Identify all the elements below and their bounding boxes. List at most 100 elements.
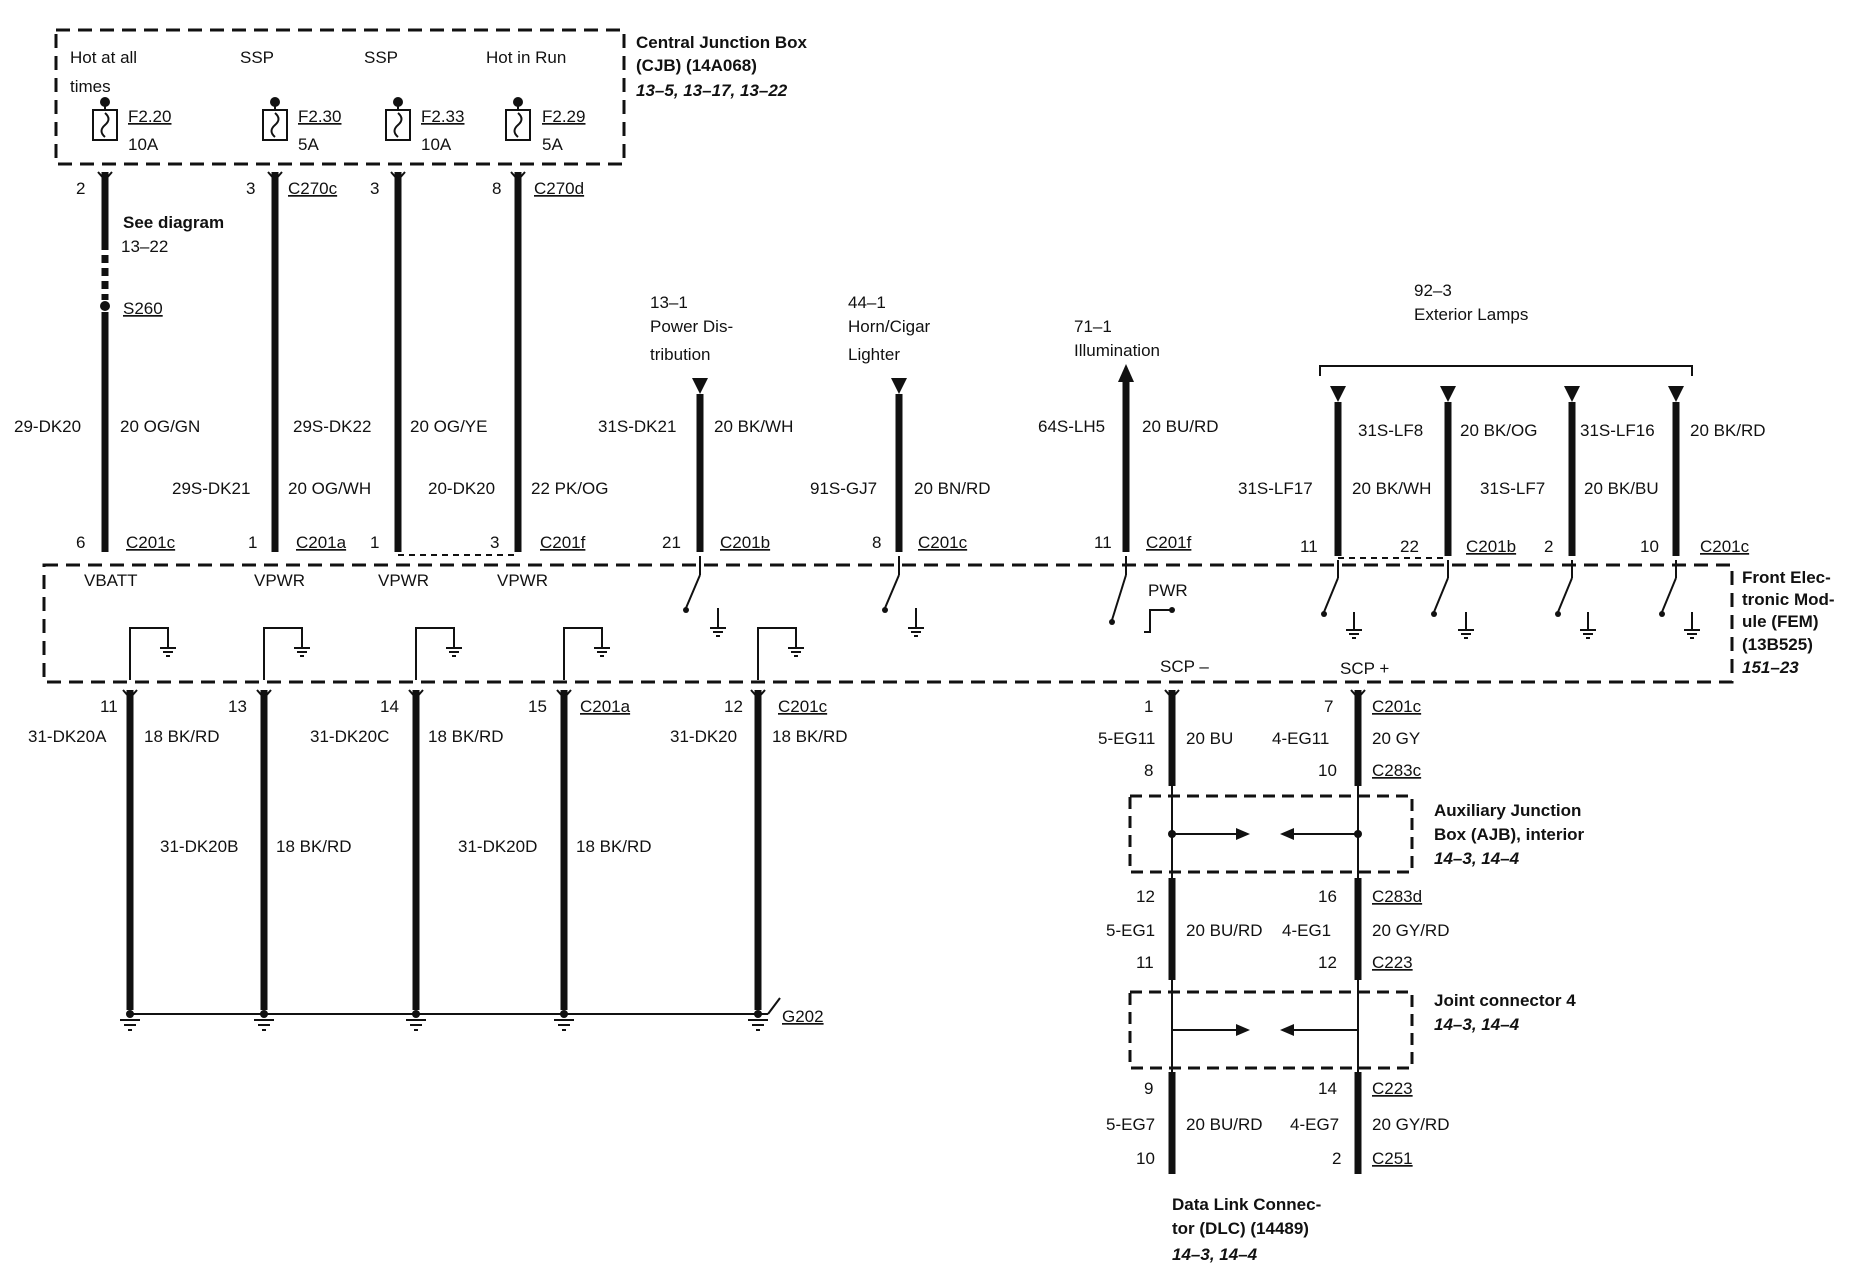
fem-conn-c201f-1: C201f [540,533,586,552]
gnd-conn-c201c: C201c [778,697,828,716]
wire-31s-lf8-color: 20 BK/OG [1460,421,1537,440]
dlc-title-line2: tor (DLC) (14489) [1172,1219,1309,1238]
gnd-31-dk20a-color: 18 BK/RD [144,727,220,746]
fuse-f2-33-amp: 10A [421,135,452,154]
ext-pin-11: 11 [1300,537,1318,556]
wire-arrow [750,689,766,700]
gnd-pin-11: 11 [100,697,118,716]
fem-switch-ext-4 [1659,560,1700,639]
scp1-col-r: 20 GY [1372,729,1420,748]
scp1-circ-r: 4-EG11 [1272,729,1329,748]
gnd-31-dk20-color: 18 BK/RD [772,727,848,746]
fem-pin-1b: 1 [370,533,379,552]
gnd-31-dk20b-circuit: 31-DK20B [160,837,238,856]
fem-ref: 151–23 [1742,658,1799,677]
wire-arrow [256,689,272,700]
ground-symbol [120,1010,140,1031]
wire-31s-lf17-circuit: 31S-LF17 [1238,479,1313,498]
ajb-arrow-left [1280,828,1294,840]
scp1-pin-r2: 10 [1318,761,1337,780]
out-illum-conn: C201f [1146,533,1192,552]
gnd-pin-13: 13 [228,697,247,716]
feed-hot-in-run: Hot in Run [486,48,566,67]
feed-ssp-2: SSP [364,48,398,67]
ajb-title-line1: Auxiliary Junction [1434,801,1581,820]
cjb-pin-3a: 3 [246,179,255,198]
fem-ground-loop [129,627,176,680]
wire-22-pk-og-color: 22 PK/OG [531,479,608,498]
fuse-f2-30-amp: 5A [298,135,319,154]
feed-hot-at-all: Hot at all [70,48,137,67]
scp3-pin-r2: 2 [1332,1149,1341,1168]
wire-arrow [510,171,526,182]
jc-arrow-left [1280,1024,1294,1036]
fem-label-vbatt: VBATT [84,571,138,590]
cjb-title-line2: (CJB) (14A068) [636,56,757,75]
fem-ground-loop [263,627,310,680]
ext-ref: 92–3 [1414,281,1452,300]
wire-arrow [1350,689,1366,700]
fem-ground-loop [757,627,804,680]
wire-29s-dk21-color: 20 OG/WH [288,479,371,498]
gnd-31-dk20-circuit: 31-DK20 [670,727,737,746]
fuse-f2-29-id: F2.29 [542,107,585,126]
gnd-31-dk20b-color: 18 BK/RD [276,837,352,856]
feed-ssp-1: SSP [240,48,274,67]
scp2-pin-r2: 12 [1318,953,1337,972]
scp2-circ-r: 4-EG1 [1282,921,1331,940]
scp2-conn: C283d [1372,887,1422,906]
wire-arrow [390,171,406,182]
cjb-title-line1: Central Junction Box [636,33,808,52]
fuse-f2-20: F2.20 10A [92,97,171,154]
gnd-31-dk20a-circuit: 31-DK20A [28,727,107,746]
fuse-f2-30-id: F2.30 [298,107,341,126]
fem-title-line3: ule (FEM) [1742,612,1819,631]
cjb-pin-8: 8 [492,179,501,198]
out-power-ref: 13–1 [650,293,688,312]
fuse-f2-20-id: F2.20 [128,107,171,126]
feed-times: times [70,77,111,96]
wire-31s-dk21-color: 20 BK/WH [714,417,793,436]
gnd-31-dk20d-circuit: 31-DK20D [458,837,537,856]
wire-29s-dk22-color: 20 OG/YE [410,417,487,436]
out-horn-ref: 44–1 [848,293,886,312]
scp3-circ-r: 4-EG7 [1290,1115,1339,1134]
ground-symbol [406,1010,426,1031]
fem-ground-loop [563,627,610,680]
scp1-conn: C201c [1372,697,1422,716]
fem-label-vpwr-1: VPWR [254,571,305,590]
wire-91s-gj7-color: 20 BN/RD [914,479,991,498]
fem-title-line2: tronic Mod- [1742,590,1835,609]
fem-title-line1: Front Elec- [1742,568,1831,587]
out-horn-arrow [891,378,907,394]
dlc-title-line1: Data Link Connec- [1172,1195,1321,1214]
out-illum-pin: 11 [1094,533,1112,552]
scp1-pin-r: 7 [1324,697,1333,716]
ext-pin-10: 10 [1640,537,1659,556]
fem-switch-ext-3 [1555,560,1596,639]
fuse-f2-33: F2.33 10A [385,97,464,154]
ground-g202: G202 [782,1007,824,1026]
ajb-refs: 14–3, 14–4 [1434,849,1520,868]
ext-conn-c201c: C201c [1700,537,1750,556]
jc-arrow-right [1236,1024,1250,1036]
ground-symbol [554,1010,574,1031]
out-power-desc1: Power Dis- [650,317,733,336]
fuse-f2-20-amp: 10A [128,135,159,154]
scp2-pin-r: 16 [1318,887,1337,906]
ext-pin-22: 22 [1400,537,1419,556]
ext-arrow-1 [1330,386,1346,402]
cjb-conn-c270c: C270c [288,179,338,198]
cjb-pin-3b: 3 [370,179,379,198]
scp2-pin-l2: 11 [1136,953,1154,972]
wire-31s-dk21-circuit: 31S-DK21 [598,417,676,436]
ajb-title-line2: Box (AJB), interior [1434,825,1585,844]
scp2-circ-l: 5-EG1 [1106,921,1155,940]
out-horn-pin: 8 [872,533,881,552]
scp-plus: SCP + [1340,659,1389,678]
wire-29-dk20-color: 20 OG/GN [120,417,200,436]
wire-91s-gj7-circuit: 91S-GJ7 [810,479,877,498]
wire-arrow [1164,689,1180,700]
wire-31s-lf8-circuit: 31S-LF8 [1358,421,1423,440]
